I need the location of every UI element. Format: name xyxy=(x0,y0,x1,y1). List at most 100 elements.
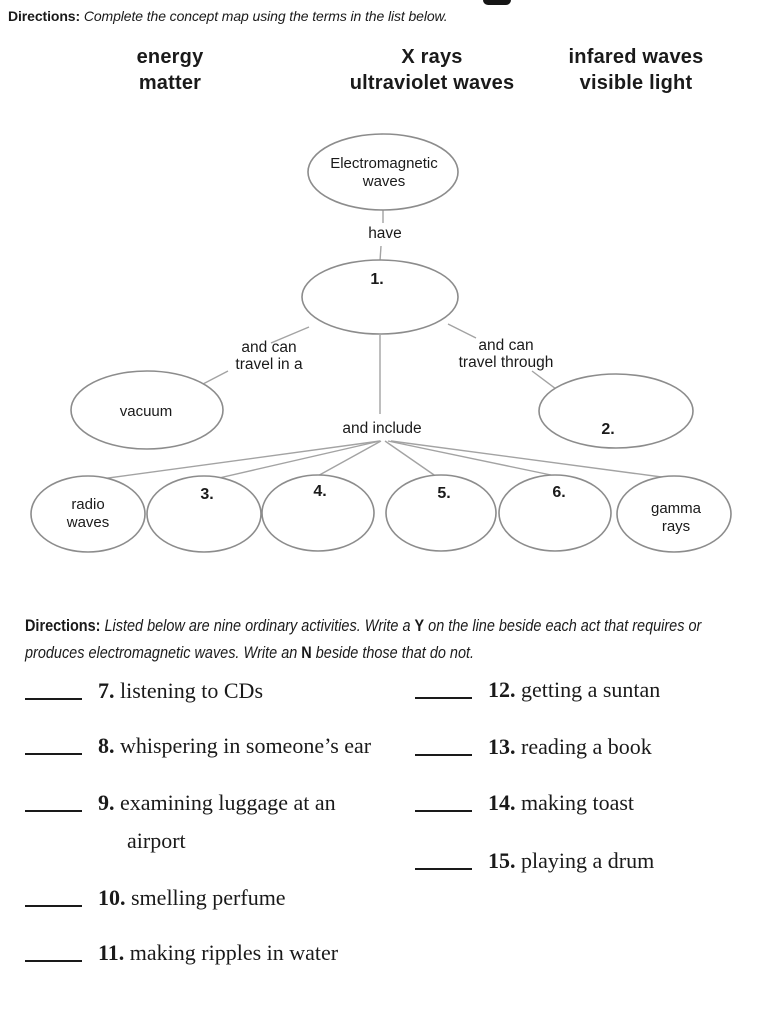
activity-number: 12. xyxy=(488,677,521,702)
word-bank-term: visible light xyxy=(579,72,693,94)
directions-2-segment: Directions: xyxy=(25,616,101,635)
node-label-blank-5: 5. xyxy=(437,485,450,502)
word-bank-col-2: X rays ultraviolet waves xyxy=(350,44,515,96)
connector-line xyxy=(390,440,670,479)
node-ellipse-blank-4[interactable] xyxy=(261,474,375,552)
node-ellipse-blank-6[interactable] xyxy=(498,474,612,552)
connector-line xyxy=(384,440,438,478)
node-blank-2[interactable]: 2. xyxy=(538,373,694,449)
activity-number: 7. xyxy=(98,678,120,703)
edge-label-have: have xyxy=(368,225,402,242)
answer-blank-7[interactable] xyxy=(25,680,82,700)
directions-1-label: Directions: xyxy=(8,8,81,24)
directions-1: Directions: Complete the concept map usi… xyxy=(8,8,448,24)
activity-number: 14. xyxy=(488,790,521,815)
answer-blank-9[interactable] xyxy=(25,792,82,812)
word-bank-col-1: energy matter xyxy=(137,44,204,96)
answer-blank-13[interactable] xyxy=(415,736,472,756)
activity-number: 9. xyxy=(98,790,120,815)
node-ellipse-gamma-rays xyxy=(616,475,732,553)
activity-number: 11. xyxy=(98,940,130,965)
connector-line xyxy=(387,440,552,476)
activity-item-8: 8. whispering in someone’s ear xyxy=(25,734,371,758)
directions-2: Directions: Listed below are nine ordina… xyxy=(25,612,701,666)
answer-blank-10[interactable] xyxy=(25,887,82,907)
activity-item-14: 14. making toast xyxy=(415,791,634,815)
activity-item-7: 7. listening to CDs xyxy=(25,679,263,703)
node-blank-4[interactable]: 4. xyxy=(261,474,375,552)
node-vacuum: vacuum xyxy=(70,370,224,450)
directions-2-segment: on the line beside each act that require… xyxy=(424,616,702,635)
activity-text: whispering in someone’s ear xyxy=(120,733,372,758)
connector-line xyxy=(202,370,229,385)
activity-number: 15. xyxy=(488,848,521,873)
node-label-blank-4: 4. xyxy=(313,483,326,500)
node-blank-6[interactable]: 6. xyxy=(498,474,612,552)
activity-text: getting a suntan xyxy=(521,677,661,702)
answer-blank-8[interactable] xyxy=(25,735,82,755)
answer-blank-11[interactable] xyxy=(25,942,82,962)
node-label-blank-1: 1. xyxy=(370,271,383,288)
activity-item-11: 11. making ripples in water xyxy=(25,941,338,965)
node-ellipse-blank-2[interactable] xyxy=(538,373,694,449)
node-ellipse-vacuum xyxy=(70,370,224,450)
activity-item-15: 15. playing a drum xyxy=(415,849,654,873)
node-ellipse-electromagnetic-waves xyxy=(307,133,459,211)
connector-line xyxy=(270,326,310,344)
directions-2-line2: produces electromagnetic waves. Write an… xyxy=(25,639,701,666)
word-bank-term: matter xyxy=(138,72,202,94)
node-label-vacuum: vacuum xyxy=(120,403,173,420)
node-ellipse-blank-5[interactable] xyxy=(385,474,497,552)
directions-2-line1: Directions: Listed below are nine ordina… xyxy=(25,612,701,639)
node-label-blank-6: 6. xyxy=(552,484,565,501)
activity-text: playing a drum xyxy=(521,848,655,873)
activity-item-9: 9. examining luggage at an airport xyxy=(25,790,336,853)
activity-number: 13. xyxy=(488,734,521,759)
activity-text: listening to CDs xyxy=(120,678,264,703)
directions-2-segment: Y xyxy=(414,616,425,635)
directions-2-segment: beside those that do not. xyxy=(311,643,475,662)
node-ellipse-blank-1[interactable] xyxy=(301,259,459,335)
directions-2-segment: produces electromagnetic waves. Write an xyxy=(25,643,302,662)
word-bank-term: ultraviolet waves xyxy=(349,72,515,94)
answer-blank-12[interactable] xyxy=(415,679,472,699)
directions-2-segment: N xyxy=(301,643,312,662)
node-label-blank-2: 2. xyxy=(601,421,614,438)
activity-text: examining luggage at an xyxy=(120,790,336,815)
activity-text: reading a book xyxy=(521,734,652,759)
node-blank-5[interactable]: 5. xyxy=(385,474,497,552)
activity-item-10: 10. smelling perfume xyxy=(25,886,286,910)
node-blank-3[interactable]: 3. xyxy=(146,475,262,553)
activity-text: smelling perfume xyxy=(131,885,286,910)
word-bank-term: energy xyxy=(136,46,204,68)
node-blank-1[interactable]: 1. xyxy=(301,259,459,335)
word-bank-term: X rays xyxy=(401,46,463,68)
word-bank-col-3: infared waves visible light xyxy=(569,44,704,96)
node-ellipse-radio-waves xyxy=(30,475,146,553)
activity-text-line2: airport xyxy=(127,828,186,853)
node-label-blank-3: 3. xyxy=(200,486,213,503)
activity-text: making ripples in water xyxy=(129,940,339,965)
answer-blank-14[interactable] xyxy=(415,792,472,812)
activity-number: 10. xyxy=(98,885,131,910)
node-ellipse-blank-3[interactable] xyxy=(146,475,262,553)
edge-label-and-include: and include xyxy=(342,420,421,437)
directions-2-segment: Listed below are nine ordinary activitie… xyxy=(100,616,415,635)
connector-line xyxy=(447,323,477,339)
connector-line xyxy=(379,245,382,262)
directions-1-text: Complete the concept map using the terms… xyxy=(83,8,448,24)
connector-line xyxy=(100,440,381,480)
word-bank-term: infared waves xyxy=(568,46,704,68)
connector-line xyxy=(205,440,381,482)
answer-blank-15[interactable] xyxy=(415,850,472,870)
activity-text: making toast xyxy=(521,790,635,815)
